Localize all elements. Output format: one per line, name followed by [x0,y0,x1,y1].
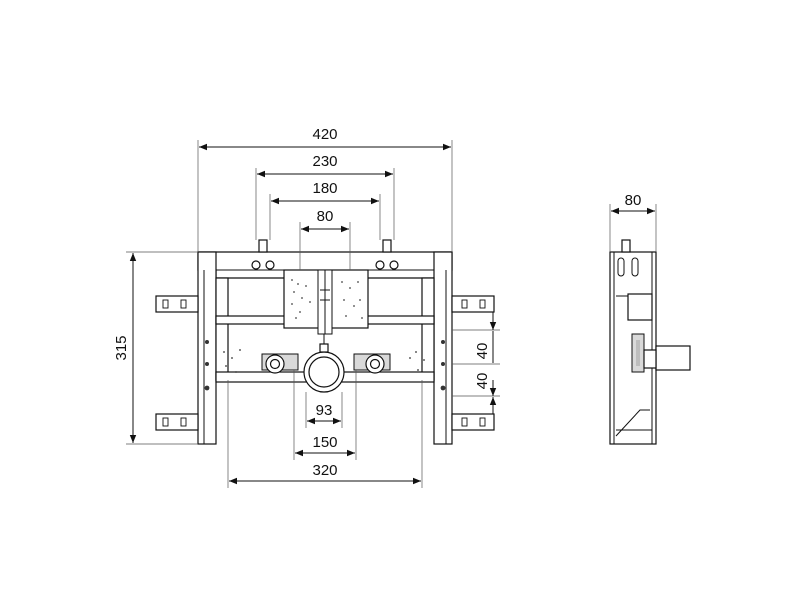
left-inlet-valve [261,353,299,374]
dim-320: 320 [312,462,337,479]
side-view: 80 [609,192,691,445]
waste-outlet [303,334,345,393]
right-post [433,251,453,445]
dim-93: 93 [316,402,333,419]
right-mounting-tabs [451,295,495,431]
top-bolts [251,239,399,270]
dim-vert-40-upper: 40 [474,343,491,360]
dim-rail-180: 180 [312,180,337,197]
dim-side-depth: 80 [625,192,642,209]
center-plate [283,269,369,335]
left-mounting-tabs [155,295,199,431]
dim-vert-40-lower: 40 [474,373,491,390]
right-inlet-valve [353,353,391,374]
dim-height: 315 [113,335,130,360]
front-view: 420 230 180 80 315 40 40 9 [113,126,500,488]
dim-150: 150 [312,434,337,451]
dim-rail-230: 230 [312,153,337,170]
dim-rail-80: 80 [317,208,334,225]
left-post [197,251,217,445]
dim-overall-width: 420 [312,126,337,143]
